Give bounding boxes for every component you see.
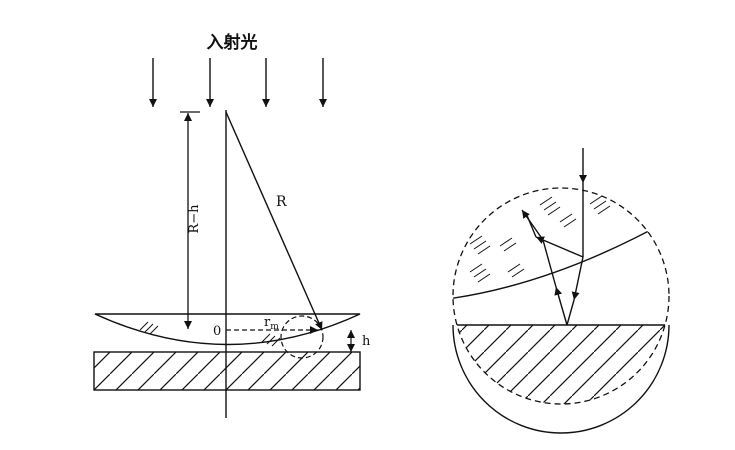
incident-light-label: 入射光 (207, 32, 258, 53)
light-rays (521, 148, 587, 326)
incident-light-arrows (149, 58, 327, 107)
magnified-lens-surface (453, 207, 669, 301)
r-m-label: rm (264, 315, 279, 332)
magnified-glass-plate (453, 325, 669, 404)
r-minus-h-label: R−h (187, 204, 202, 234)
magnified-view-circle (452, 187, 670, 405)
r-m-subscript: m (270, 322, 279, 332)
glass-plate (93, 351, 361, 391)
transmitted-ray (571, 256, 584, 301)
reflected-ray-upper (535, 236, 584, 258)
magnified-lens-hatch (469, 195, 611, 283)
lens-glass-hatch (139, 321, 281, 347)
right-magnified-diagram (452, 148, 670, 434)
left-diagram: 入射光 R R−h 0 rm (93, 32, 371, 418)
plano-convex-lens (94, 313, 361, 346)
magnified-region-circle (280, 315, 324, 359)
radius-label: R (276, 194, 287, 210)
origin-label: 0 (213, 324, 221, 339)
h-label: h (362, 334, 371, 349)
radius-line (225, 111, 323, 331)
reflected-ray-lower (554, 286, 568, 326)
